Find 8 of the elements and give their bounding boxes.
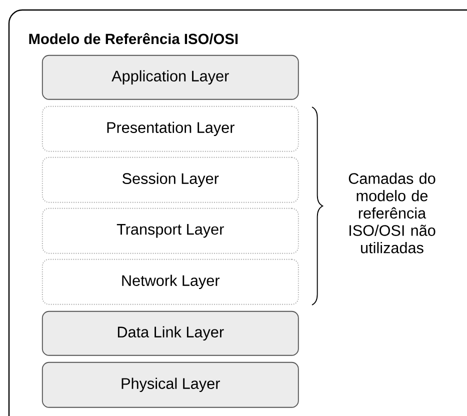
layer-box: Physical Layer <box>42 362 299 408</box>
layer-box: Application Layer <box>42 54 299 100</box>
unused-layer-box: Session Layer <box>42 156 299 203</box>
bracket-label: Camadas do modelo de referência ISO/OSI não utilizadas <box>348 172 436 254</box>
unused-layer-box: Presentation Layer <box>42 106 299 152</box>
layer-box: Data Link Layer <box>42 310 299 356</box>
unused-layer-box: Transport Layer <box>42 208 299 254</box>
unused-layer-box: Network Layer <box>42 258 299 305</box>
